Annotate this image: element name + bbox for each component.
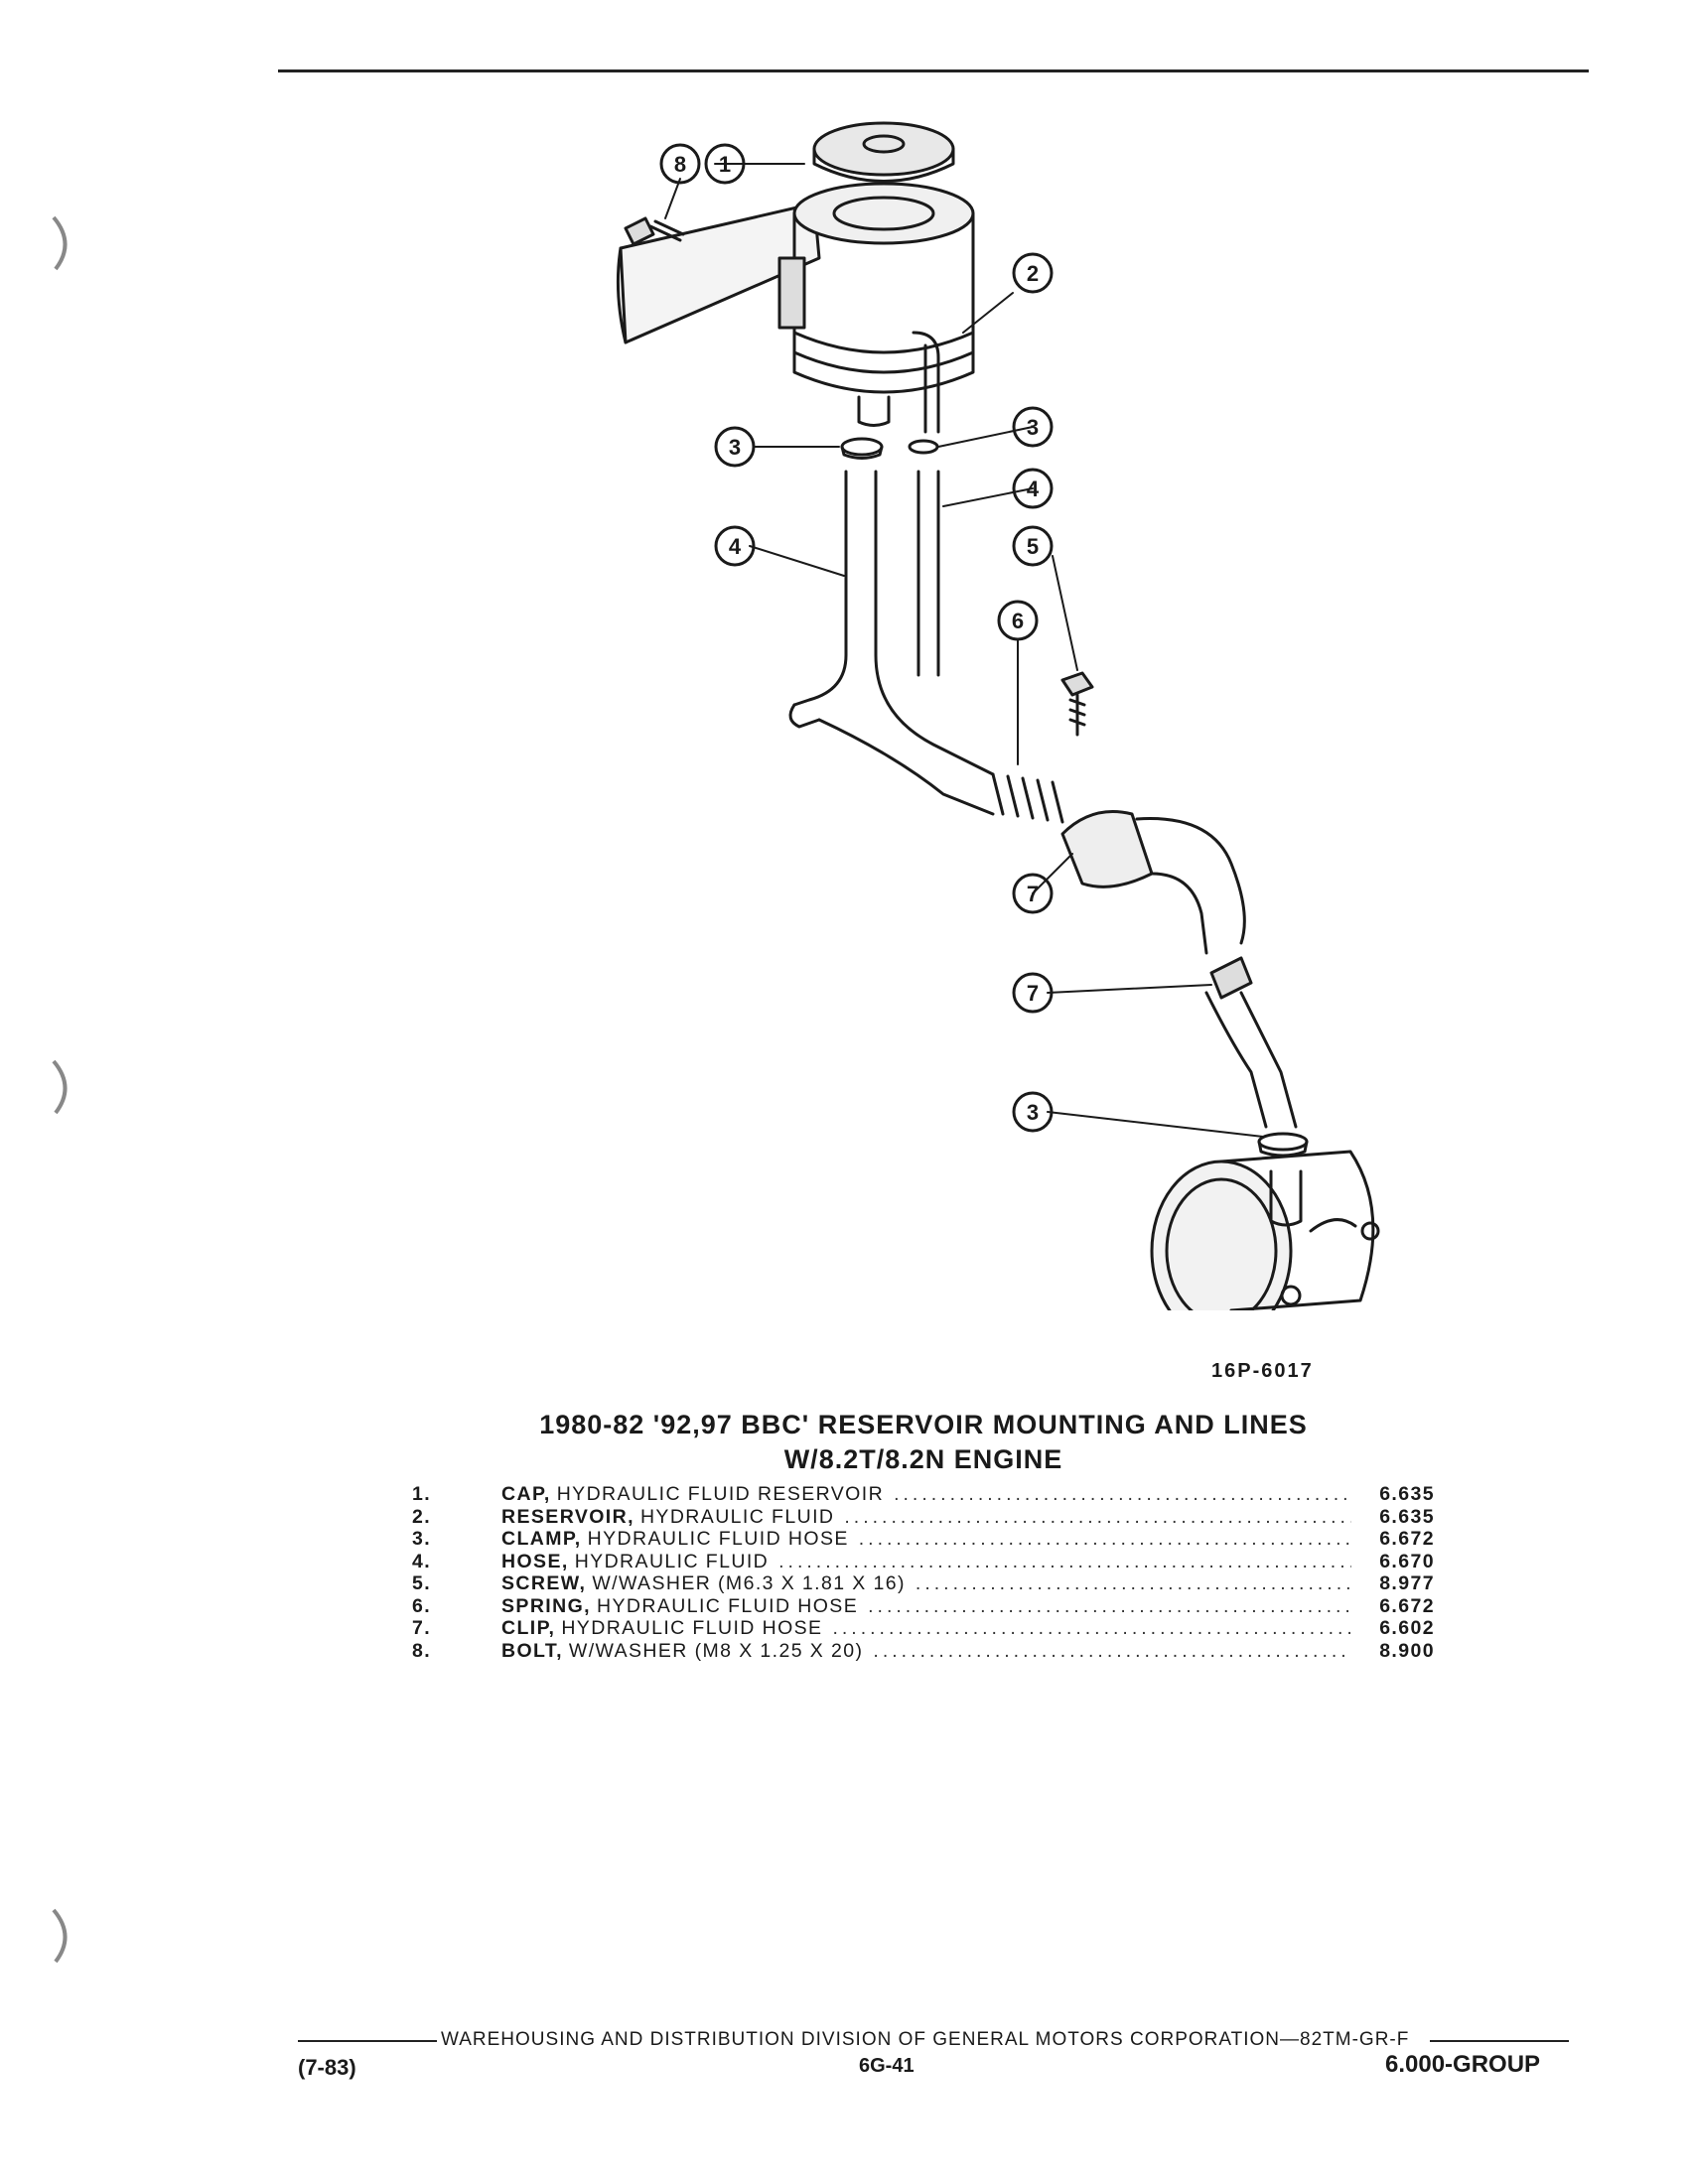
callout-3: 3 (729, 435, 741, 460)
part-number: 1. (412, 1483, 432, 1505)
mounting-bracket (616, 202, 821, 344)
parts-list-row: 8. BOLT,W/WASHER (M8 X 1.25 X 20) 8.900 (412, 1640, 1435, 1663)
part-description: HYDRAULIC FLUID HOSE (561, 1617, 823, 1639)
callout-4: 4 (729, 534, 742, 559)
hose-clamp-part-3 (840, 437, 939, 460)
part-name: HOSE, (501, 1550, 569, 1572)
header-rule (278, 69, 1589, 72)
part-name: SPRING, (501, 1594, 591, 1617)
parts-list-row: 1. CAP,HYDRAULIC FLUID RESERVOIR 6.635 (412, 1483, 1435, 1506)
callout-2: 2 (1027, 261, 1039, 286)
reservoir-part-2 (777, 182, 975, 427)
callout-7: 7 (1027, 981, 1039, 1006)
parts-list-row: 6. SPRING,HYDRAULIC FLUID HOSE 6.672 (412, 1595, 1435, 1618)
callout-7: 7 (1027, 882, 1039, 906)
callout-6: 6 (1012, 609, 1024, 633)
part-number: 8. (412, 1639, 432, 1662)
part-description: HYDRAULIC FLUID (574, 1550, 770, 1572)
page-subtitle: W/8.2T/8.2N ENGINE (783, 1444, 1063, 1474)
parts-list-row: 2. RESERVOIR,HYDRAULIC FLUID 6.635 (412, 1506, 1435, 1529)
part-description: W/WASHER (M8 X 1.25 X 20) (568, 1639, 864, 1662)
group-code: 6.672 (1379, 1594, 1435, 1617)
callout-3: 3 (1027, 415, 1039, 440)
callout-5: 5 (1027, 534, 1039, 559)
parts-list-row: 4. HOSE,HYDRAULIC FLUID 6.670 (412, 1551, 1435, 1573)
part-number: 5. (412, 1572, 432, 1594)
screw-part-5 (1060, 671, 1094, 737)
part-name: CLIP, (501, 1617, 556, 1639)
callout-8: 8 (674, 152, 686, 177)
callout-circles (659, 143, 1054, 1133)
group-code: 6.602 (1379, 1617, 1435, 1639)
binder-hole-mark (48, 1906, 77, 1966)
part-number: 3. (412, 1528, 432, 1550)
footer-rule-left (298, 2040, 437, 2042)
part-description: HYDRAULIC FLUID HOSE (587, 1528, 849, 1550)
footer-group: 6.000-GROUP (1385, 2051, 1541, 2078)
part-description: HYDRAULIC FLUID (639, 1505, 835, 1528)
part-name: CLAMP, (501, 1528, 582, 1550)
hose-spring-part-6 (991, 772, 1064, 824)
hose-clip-part-7 (1060, 810, 1298, 1129)
part-name: RESERVOIR, (501, 1505, 634, 1528)
page-title: 1980-82 '92,97 BBC' RESERVOIR MOUNTING A… (539, 1410, 1308, 1439)
part-name: CAP, (501, 1483, 551, 1505)
pump-hose-clamp-part-3 (1257, 1132, 1309, 1158)
group-code: 6.635 (1379, 1505, 1435, 1528)
part-number: 2. (412, 1505, 432, 1528)
binder-hole-mark (48, 1057, 77, 1117)
footer-publisher: WAREHOUSING AND DISTRIBUTION DIVISION OF… (437, 2029, 1414, 2051)
part-number: 7. (412, 1617, 432, 1639)
part-description: W/WASHER (M6.3 X 1.81 X 16) (592, 1572, 906, 1594)
callout-leader-lines (664, 163, 1264, 1138)
reservoir-cap-part-1 (812, 121, 955, 183)
binder-hole-mark (48, 213, 77, 273)
callout-3: 3 (1027, 1100, 1039, 1125)
part-name: BOLT, (501, 1639, 563, 1662)
part-description: HYDRAULIC FLUID RESERVOIR (556, 1483, 885, 1505)
footer-page-number: 6G-41 (859, 2055, 915, 2077)
group-code: 6.635 (1379, 1483, 1435, 1505)
group-code: 8.977 (1379, 1572, 1435, 1594)
part-number: 6. (412, 1594, 432, 1617)
exploded-view-diagram: 8 1 2 3 3 4 4 5 6 7 7 3 (596, 119, 1390, 1342)
part-number: 4. (412, 1550, 432, 1572)
bolt-part-8 (624, 216, 685, 246)
parts-list-row: 5. SCREW,W/WASHER (M6.3 X 1.81 X 16) 8.9… (412, 1572, 1435, 1595)
hydraulic-hose-part-4 (788, 331, 995, 816)
parts-list-row: 7. CLIP,HYDRAULIC FLUID HOSE 6.602 (412, 1617, 1435, 1640)
power-steering-pump (1150, 1150, 1380, 1342)
part-name: SCREW, (501, 1572, 587, 1594)
parts-list-row: 3. CLAMP,HYDRAULIC FLUID HOSE 6.672 (412, 1528, 1435, 1551)
parts-list: 1. CAP,HYDRAULIC FLUID RESERVOIR 6.635 2… (412, 1483, 1435, 1662)
footer-date: (7-83) (298, 2055, 356, 2080)
group-code: 6.670 (1379, 1550, 1435, 1572)
group-code: 6.672 (1379, 1528, 1435, 1550)
callout-4: 4 (1027, 477, 1040, 501)
part-description: HYDRAULIC FLUID HOSE (596, 1594, 859, 1617)
group-code: 8.900 (1379, 1639, 1435, 1662)
footer-rule-right (1430, 2040, 1569, 2042)
callout-1: 1 (719, 152, 731, 177)
figure-code: 16P-6017 (1211, 1360, 1314, 1382)
